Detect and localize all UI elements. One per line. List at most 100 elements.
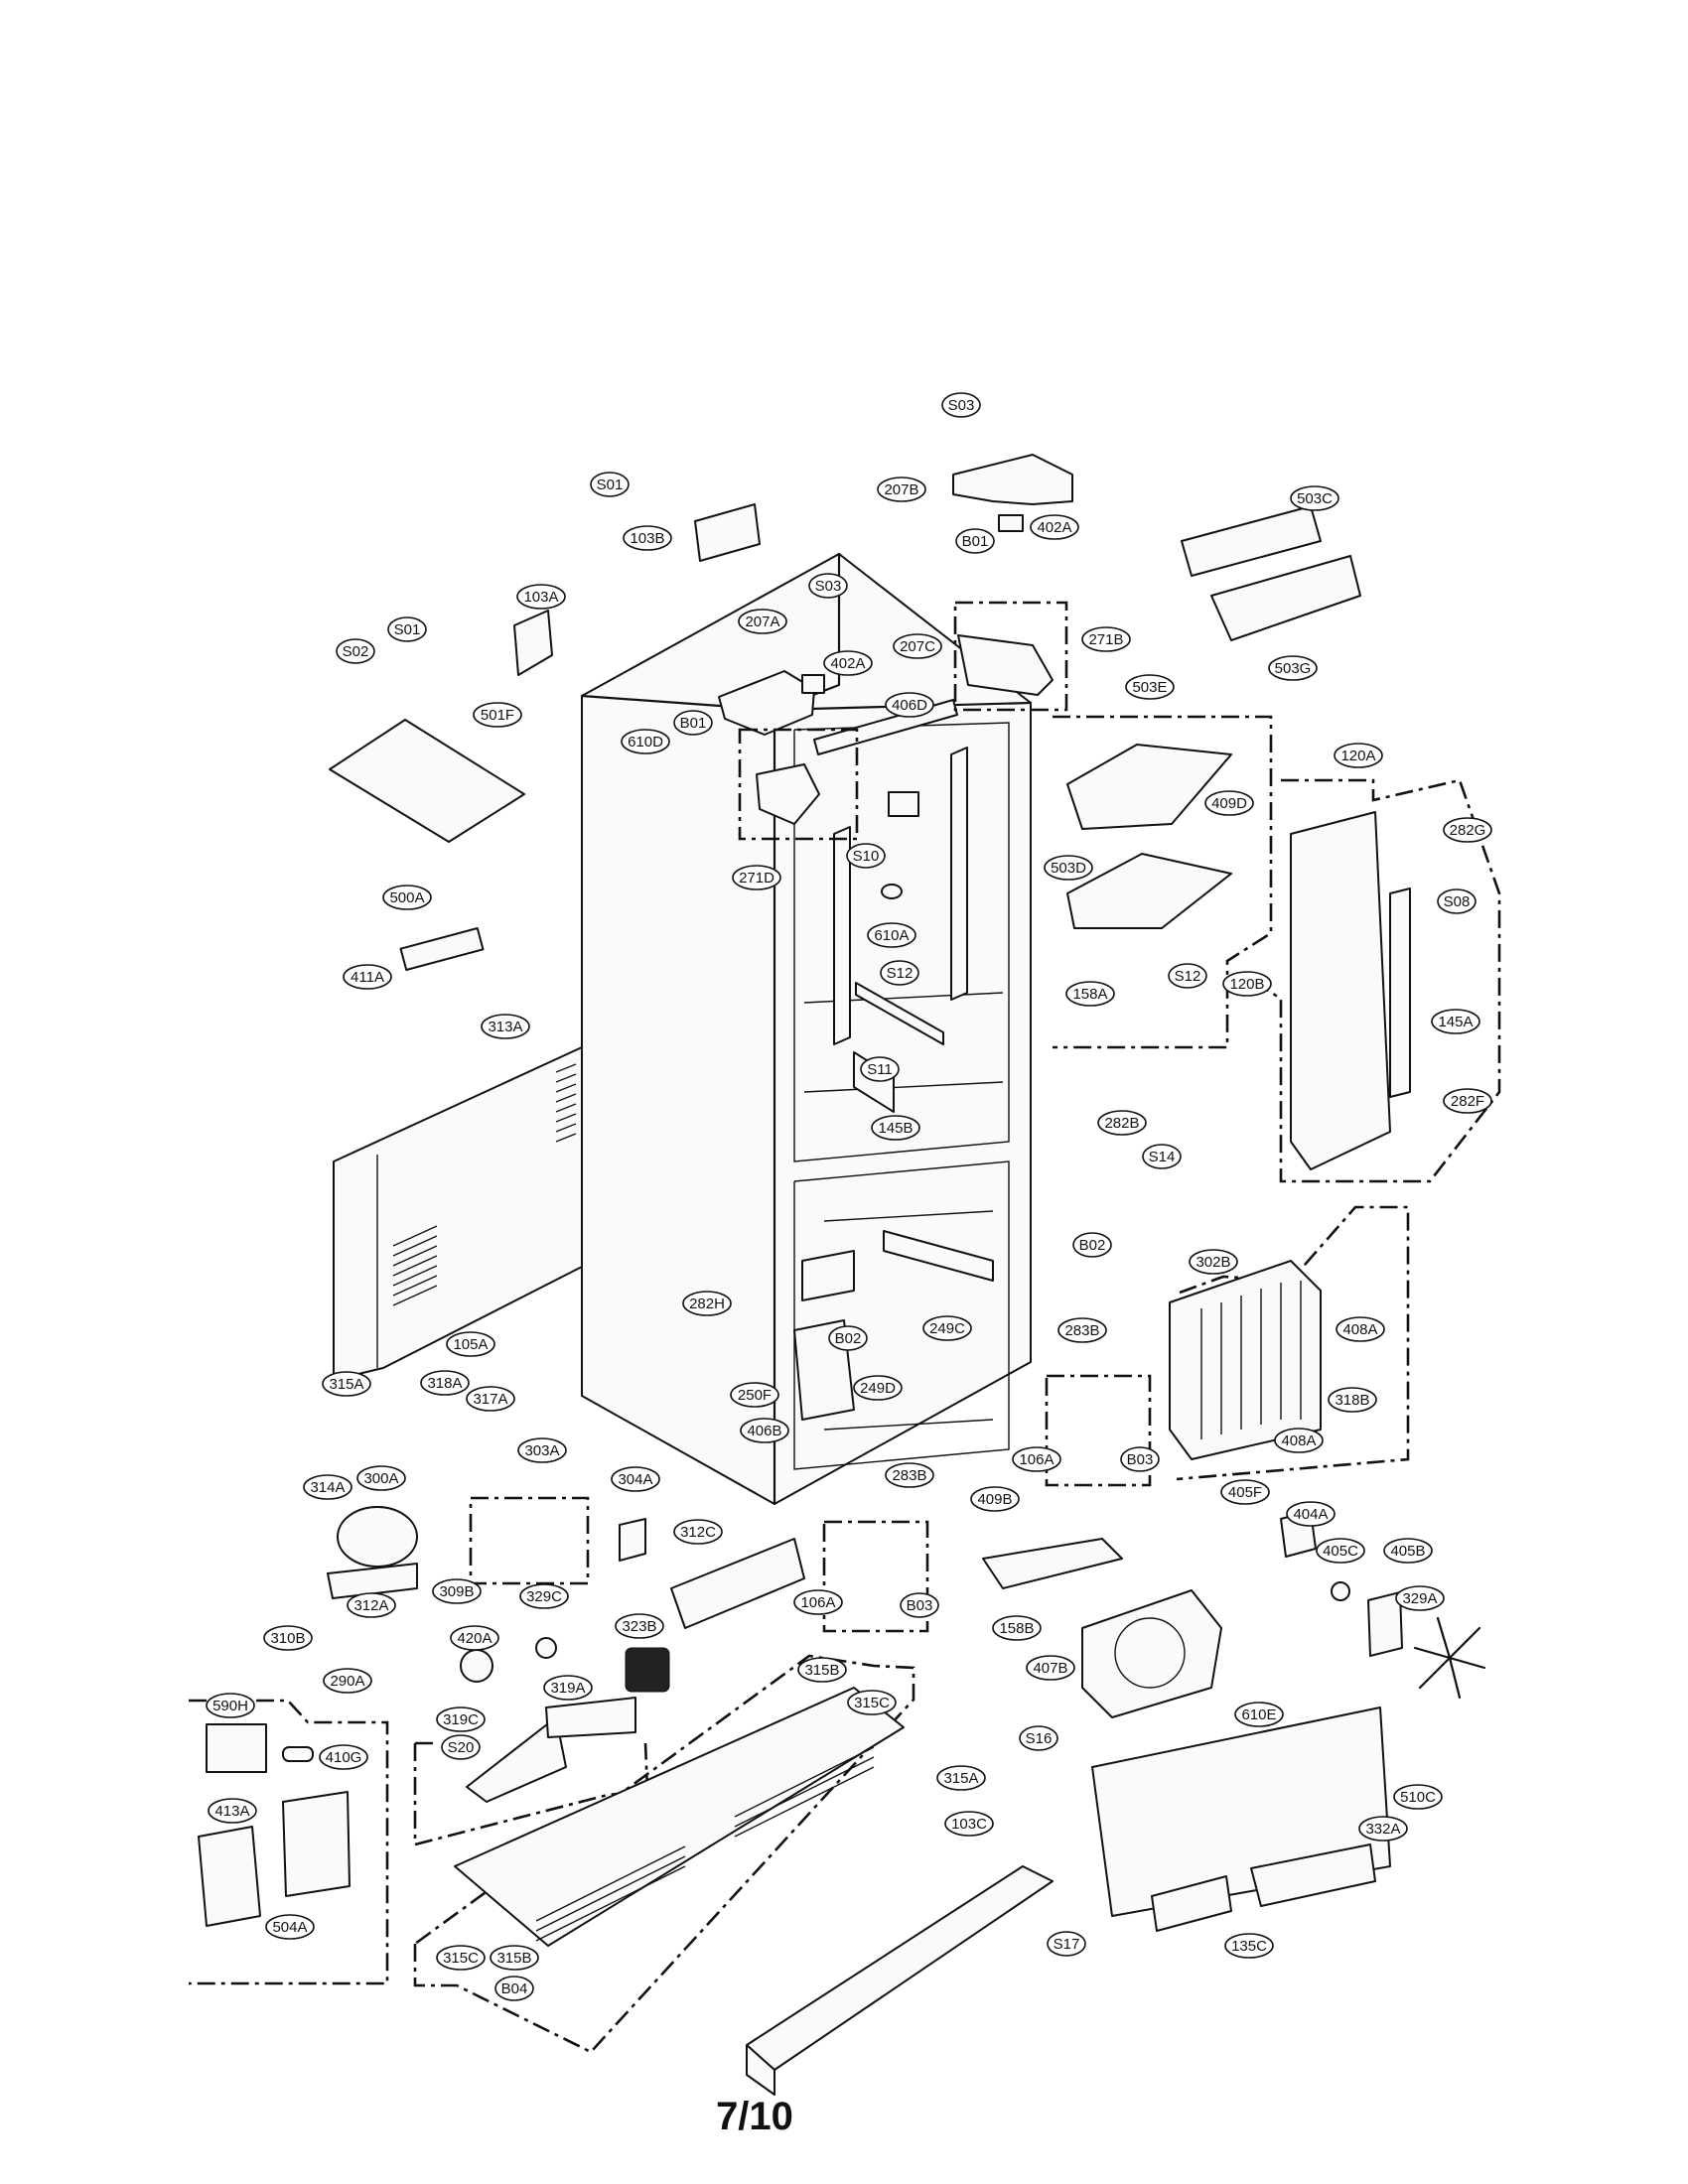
callout-label: 283B — [892, 1467, 926, 1484]
callout-319a: 319A — [543, 1675, 593, 1701]
callout-207c: 207C — [893, 633, 942, 659]
callout-b04: B04 — [494, 1976, 534, 2001]
callout-158a: 158A — [1065, 981, 1115, 1007]
callout-label: 312A — [353, 1597, 388, 1614]
callout-label: B01 — [680, 715, 707, 732]
callout-106a: 106A — [793, 1589, 843, 1615]
callout-s10: S10 — [846, 843, 886, 869]
callout-label: S20 — [448, 1739, 475, 1756]
callout-315b: 315B — [797, 1657, 847, 1683]
callout-ellipse — [1057, 1317, 1107, 1343]
callout-label: 420A — [457, 1630, 492, 1647]
callout-ellipse — [1316, 1538, 1365, 1564]
callout-label: 302B — [1196, 1254, 1230, 1271]
callout-315b: 315B — [490, 1945, 539, 1971]
callout-ellipse — [740, 1418, 789, 1443]
callout-s20: S20 — [441, 1734, 481, 1760]
callout-label: 282G — [1450, 822, 1486, 839]
callout-label: 271B — [1088, 631, 1123, 648]
callout-ellipse — [738, 609, 787, 634]
callout-ellipse — [846, 843, 886, 869]
callout-ellipse — [682, 1291, 732, 1316]
callout-label: 145A — [1438, 1014, 1473, 1030]
callout-ellipse — [1224, 1933, 1274, 1959]
callout-ellipse — [1220, 1479, 1270, 1505]
callout-label: 312C — [680, 1524, 716, 1541]
callout-label: 315B — [804, 1662, 839, 1679]
callout-ellipse — [441, 1734, 481, 1760]
callout-610a: 610A — [867, 922, 916, 948]
callout-250f: 250F — [730, 1382, 779, 1408]
callout-label: S02 — [343, 643, 369, 660]
callout-label: 405F — [1228, 1484, 1262, 1501]
callout-ellipse — [885, 692, 934, 718]
callout-610e: 610E — [1234, 1702, 1284, 1727]
callout-319c: 319C — [436, 1706, 486, 1732]
callout-s12: S12 — [880, 960, 919, 986]
callout-290a: 290A — [323, 1668, 372, 1694]
callout-408a: 408A — [1274, 1428, 1324, 1453]
callout-ellipse — [1189, 1249, 1238, 1275]
callout-label: B02 — [1079, 1237, 1106, 1254]
callout-label: 103C — [951, 1816, 987, 1833]
callout-ellipse — [1358, 1816, 1408, 1842]
callout-ellipse — [303, 1474, 352, 1500]
callout-b01: B01 — [955, 528, 995, 554]
callout-ellipse — [732, 865, 781, 890]
callout-ellipse — [473, 702, 522, 728]
callout-ellipse — [853, 1375, 903, 1401]
callout-label: 300A — [363, 1470, 398, 1487]
callout-label: S14 — [1149, 1149, 1176, 1165]
callout-s01: S01 — [387, 616, 427, 642]
callout-317a: 317A — [466, 1386, 515, 1412]
callout-label: 309B — [439, 1583, 474, 1600]
callout-135c: 135C — [1224, 1933, 1274, 1959]
base-plate-315A — [454, 1687, 905, 1947]
callout-283b: 283B — [1057, 1317, 1107, 1343]
callout-409d: 409D — [1204, 790, 1254, 816]
callout-label: 610D — [628, 734, 663, 751]
callout-label: 282B — [1104, 1115, 1139, 1132]
callout-282b: 282B — [1097, 1110, 1147, 1136]
callout-332a: 332A — [1358, 1816, 1408, 1842]
callout-ellipse — [1290, 485, 1339, 511]
callout-s02: S02 — [336, 638, 375, 664]
callout-b02: B02 — [828, 1325, 868, 1351]
callout-label: S12 — [1175, 968, 1201, 985]
callout-ellipse — [382, 885, 432, 910]
callout-label: 402A — [830, 655, 865, 672]
callout-label: 249D — [860, 1380, 896, 1397]
callout-304a: 304A — [611, 1466, 660, 1492]
callout-314a: 314A — [303, 1474, 352, 1500]
front-grille-103C — [746, 1865, 1054, 2096]
callout-ellipse — [1286, 1501, 1336, 1527]
callout-329c: 329C — [519, 1583, 569, 1609]
callout-label: 405C — [1323, 1543, 1358, 1560]
callout-label: 313A — [488, 1019, 522, 1035]
callout-283b: 283B — [885, 1462, 934, 1488]
callout-ellipse — [1268, 655, 1318, 681]
callout-ellipse — [436, 1945, 486, 1971]
callout-label: S16 — [1026, 1730, 1053, 1747]
callout-label: 120B — [1229, 976, 1264, 993]
callout-315c: 315C — [436, 1945, 486, 1971]
callout-label: B04 — [501, 1980, 528, 1997]
callout-ellipse — [793, 1589, 843, 1615]
callout-label: 503D — [1051, 860, 1086, 877]
callout-ellipse — [1383, 1538, 1433, 1564]
callout-503e: 503E — [1125, 674, 1175, 700]
callout-420a: 420A — [450, 1625, 499, 1651]
callout-315a: 315A — [936, 1765, 986, 1791]
callout-315a: 315A — [322, 1371, 371, 1397]
callout-590h: 590H — [206, 1693, 255, 1718]
callout-label: 317A — [473, 1391, 507, 1408]
callout-ellipse — [955, 528, 995, 554]
callout-309b: 309B — [432, 1578, 482, 1604]
callout-312a: 312A — [347, 1592, 396, 1618]
callout-ellipse — [322, 1371, 371, 1397]
callout-411a: 411A — [343, 964, 392, 990]
callout-label: S01 — [597, 477, 624, 493]
shelf-rails — [793, 747, 994, 1421]
callout-ellipse — [970, 1486, 1020, 1512]
